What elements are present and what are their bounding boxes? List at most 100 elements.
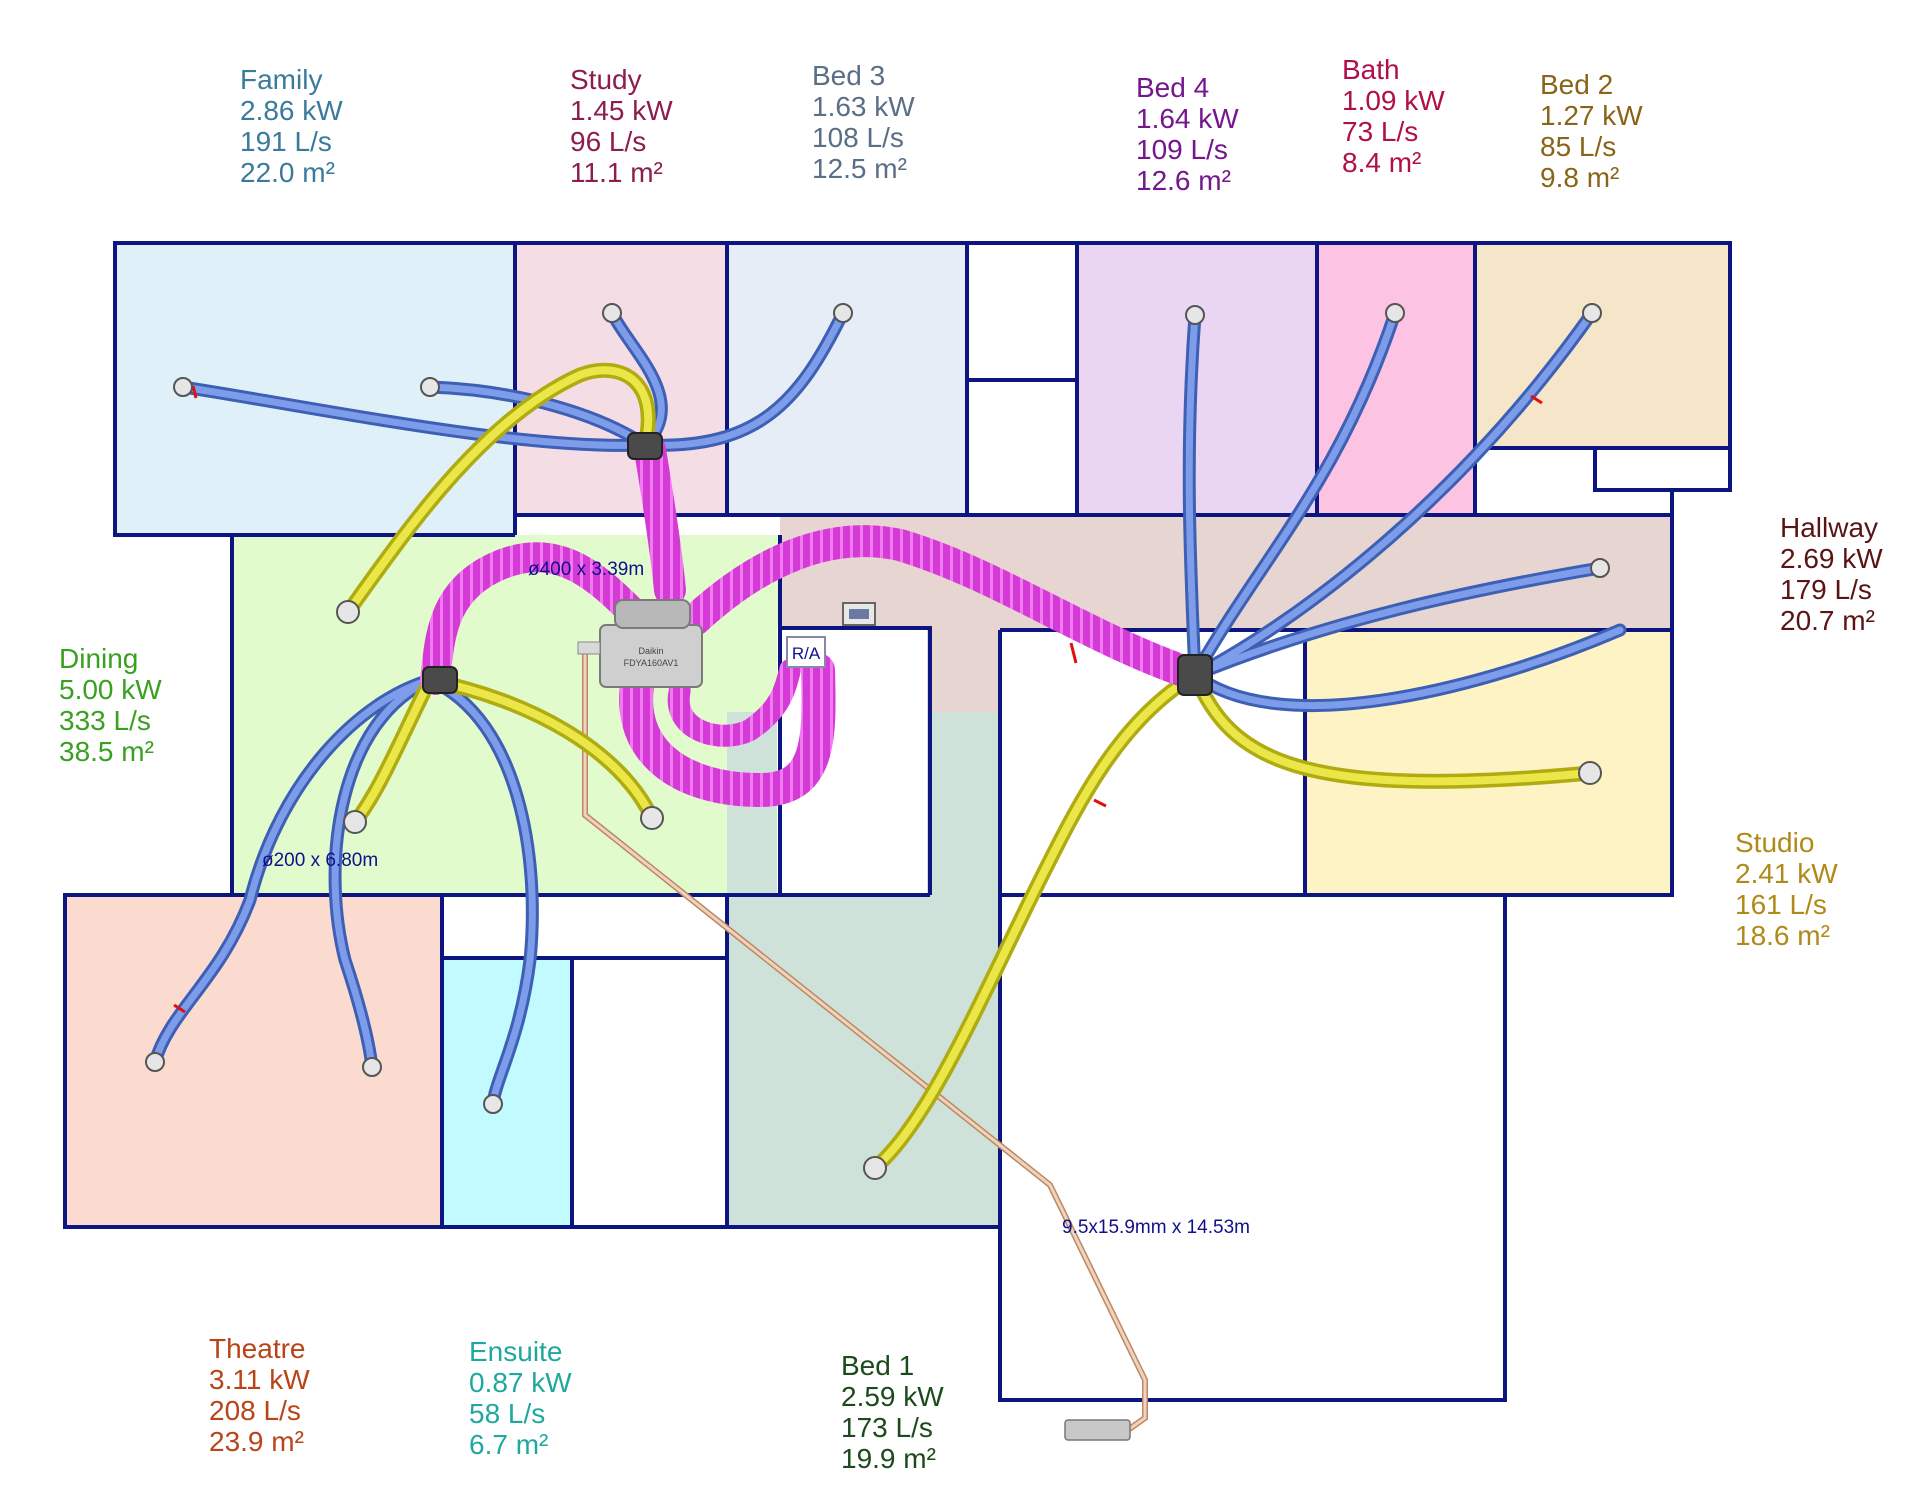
room-load: 2.86 kW — [240, 95, 343, 126]
diffuser-dining-2[interactable] — [343, 810, 367, 834]
duct-theatre-1-hl — [151, 676, 434, 1066]
room-name: Bed 2 — [1540, 69, 1614, 100]
diffuser-bed2[interactable] — [1582, 303, 1602, 323]
walls — [63, 241, 1732, 1402]
duct-theatre-2-hl — [331, 676, 434, 1071]
main-duct-tag: ø400 x 3.39m — [528, 559, 644, 580]
room-airflow: 85 L/s — [1540, 131, 1617, 162]
room-name: Studio — [1735, 827, 1815, 858]
room-load: 0.87 kW — [469, 1367, 572, 1398]
diffuser-theatre-1[interactable] — [145, 1052, 165, 1072]
diffuser-hallway[interactable] — [1590, 558, 1610, 578]
wall — [780, 626, 932, 895]
diffuser-bath[interactable] — [1385, 303, 1405, 323]
thermostat-screen — [849, 609, 869, 619]
room-theatre — [65, 895, 442, 1227]
junction-box-dining[interactable] — [422, 666, 458, 694]
label-bed2: Bed 2 1.27 kW 85 L/s 9.8 m² — [1540, 69, 1643, 193]
room-airflow: 108 L/s — [812, 122, 904, 153]
diffuser-ensuite[interactable] — [483, 1094, 503, 1114]
room-name: Bed 1 — [841, 1350, 915, 1381]
duct-bed2-hl — [1191, 309, 1596, 679]
room-airflow: 333 L/s — [59, 705, 151, 736]
room-airflow: 96 L/s — [570, 126, 647, 157]
room-name: Hallway — [1780, 512, 1879, 543]
room-airflow: 173 L/s — [841, 1412, 933, 1443]
room-name: Bed 4 — [1136, 72, 1210, 103]
room-load: 1.63 kW — [812, 91, 915, 122]
main-duct-to-dining — [420, 542, 650, 695]
diffuser-bed1[interactable] — [863, 1156, 887, 1180]
room-airflow: 109 L/s — [1136, 134, 1228, 165]
room-load: 3.11 kW — [209, 1364, 310, 1395]
junction-box-study[interactable] — [627, 432, 663, 460]
room-load: 1.09 kW — [1342, 85, 1445, 116]
junction-box-hallway[interactable] — [1177, 654, 1213, 696]
outdoor-unit[interactable] — [1064, 1419, 1131, 1441]
blue-ducts — [148, 306, 1627, 1111]
return-air-box — [786, 636, 826, 668]
indoor-unit[interactable]: Daikin FDYA160AV1 — [577, 599, 703, 688]
room-area: 12.5 m² — [812, 153, 907, 184]
label-family: Family 2.86 kW 191 L/s 22.0 m² — [240, 64, 343, 188]
room-closet-4 — [572, 958, 727, 1227]
room-load: 2.69 kW — [1780, 543, 1883, 574]
diffuser-family-2[interactable] — [420, 377, 440, 397]
room-area: 12.6 m² — [1136, 165, 1231, 196]
outer-wall-top — [63, 241, 1732, 1402]
room-area: 8.4 m² — [1342, 147, 1422, 178]
diffusers — [145, 303, 1610, 1180]
duct-bath-hl — [1191, 309, 1399, 679]
diffuser-family-1[interactable] — [173, 377, 193, 397]
duct-bed3-hl — [641, 309, 847, 449]
thermostat[interactable] — [842, 602, 876, 626]
room-area: 20.7 m² — [1780, 605, 1875, 636]
diffuser-bed3[interactable] — [833, 303, 853, 323]
room-area: 19.9 m² — [841, 1443, 936, 1474]
room-airflow: 208 L/s — [209, 1395, 301, 1426]
label-theatre: Theatre 3.11 kW 208 L/s 23.9 m² — [209, 1333, 310, 1457]
diffuser-theatre-2[interactable] — [362, 1057, 382, 1077]
room-airflow: 58 L/s — [469, 1398, 546, 1429]
indoor-unit-top — [614, 599, 691, 629]
room-airflow: 179 L/s — [1780, 574, 1872, 605]
duct-hallway-hl — [1191, 564, 1604, 679]
diffuser-dining-1[interactable] — [336, 600, 360, 624]
diffuser-dining-3[interactable] — [640, 806, 664, 830]
indoor-unit-body — [599, 624, 703, 688]
room-ensuite — [442, 958, 572, 1227]
duct-ensuite-hl — [426, 676, 536, 1108]
pipe-tag: 9.5x15.9mm x 14.53m — [1062, 1217, 1250, 1238]
marker — [1530, 394, 1543, 405]
label-bath: Bath 1.09 kW 73 L/s 8.4 m² — [1342, 54, 1445, 178]
duct-bed4-hl — [1185, 311, 1199, 679]
room-load: 1.27 kW — [1540, 100, 1643, 131]
duct-bed1-hl — [871, 671, 1199, 1172]
indoor-unit-connector — [577, 641, 601, 655]
duct-dining-3-hl — [426, 676, 656, 822]
duct-studio-blue-hl — [1191, 626, 1624, 709]
room-name: Study — [570, 64, 642, 95]
main-duct-to-hallway — [679, 525, 1211, 691]
room-studio — [1305, 630, 1672, 895]
room-area: 11.1 m² — [570, 157, 663, 188]
return-air-grille[interactable]: R/A — [786, 636, 826, 668]
duct-studio-hl — [1191, 671, 1594, 786]
diffuser-studio[interactable] — [1578, 761, 1602, 785]
room-load: 2.41 kW — [1735, 858, 1838, 889]
return-duct-inner — [667, 659, 801, 747]
duct-dining-1-hl — [344, 366, 653, 616]
duct-family-1-hl — [179, 383, 649, 449]
room-bed2-notch — [1475, 448, 1730, 490]
room-airflow: 161 L/s — [1735, 889, 1827, 920]
refrigerant-pipe — [582, 645, 1148, 1441]
label-studio: Studio 2.41 kW 161 L/s 18.6 m² — [1735, 827, 1838, 951]
marker — [191, 385, 198, 399]
label-dining: Dining 5.00 kW 333 L/s 38.5 m² — [59, 643, 162, 767]
junctions — [422, 432, 1213, 696]
diffuser-bed4[interactable] — [1185, 305, 1205, 325]
diffuser-study[interactable] — [602, 303, 622, 323]
room-hallway-stub — [930, 630, 1000, 712]
main-duct-to-study — [634, 434, 686, 606]
